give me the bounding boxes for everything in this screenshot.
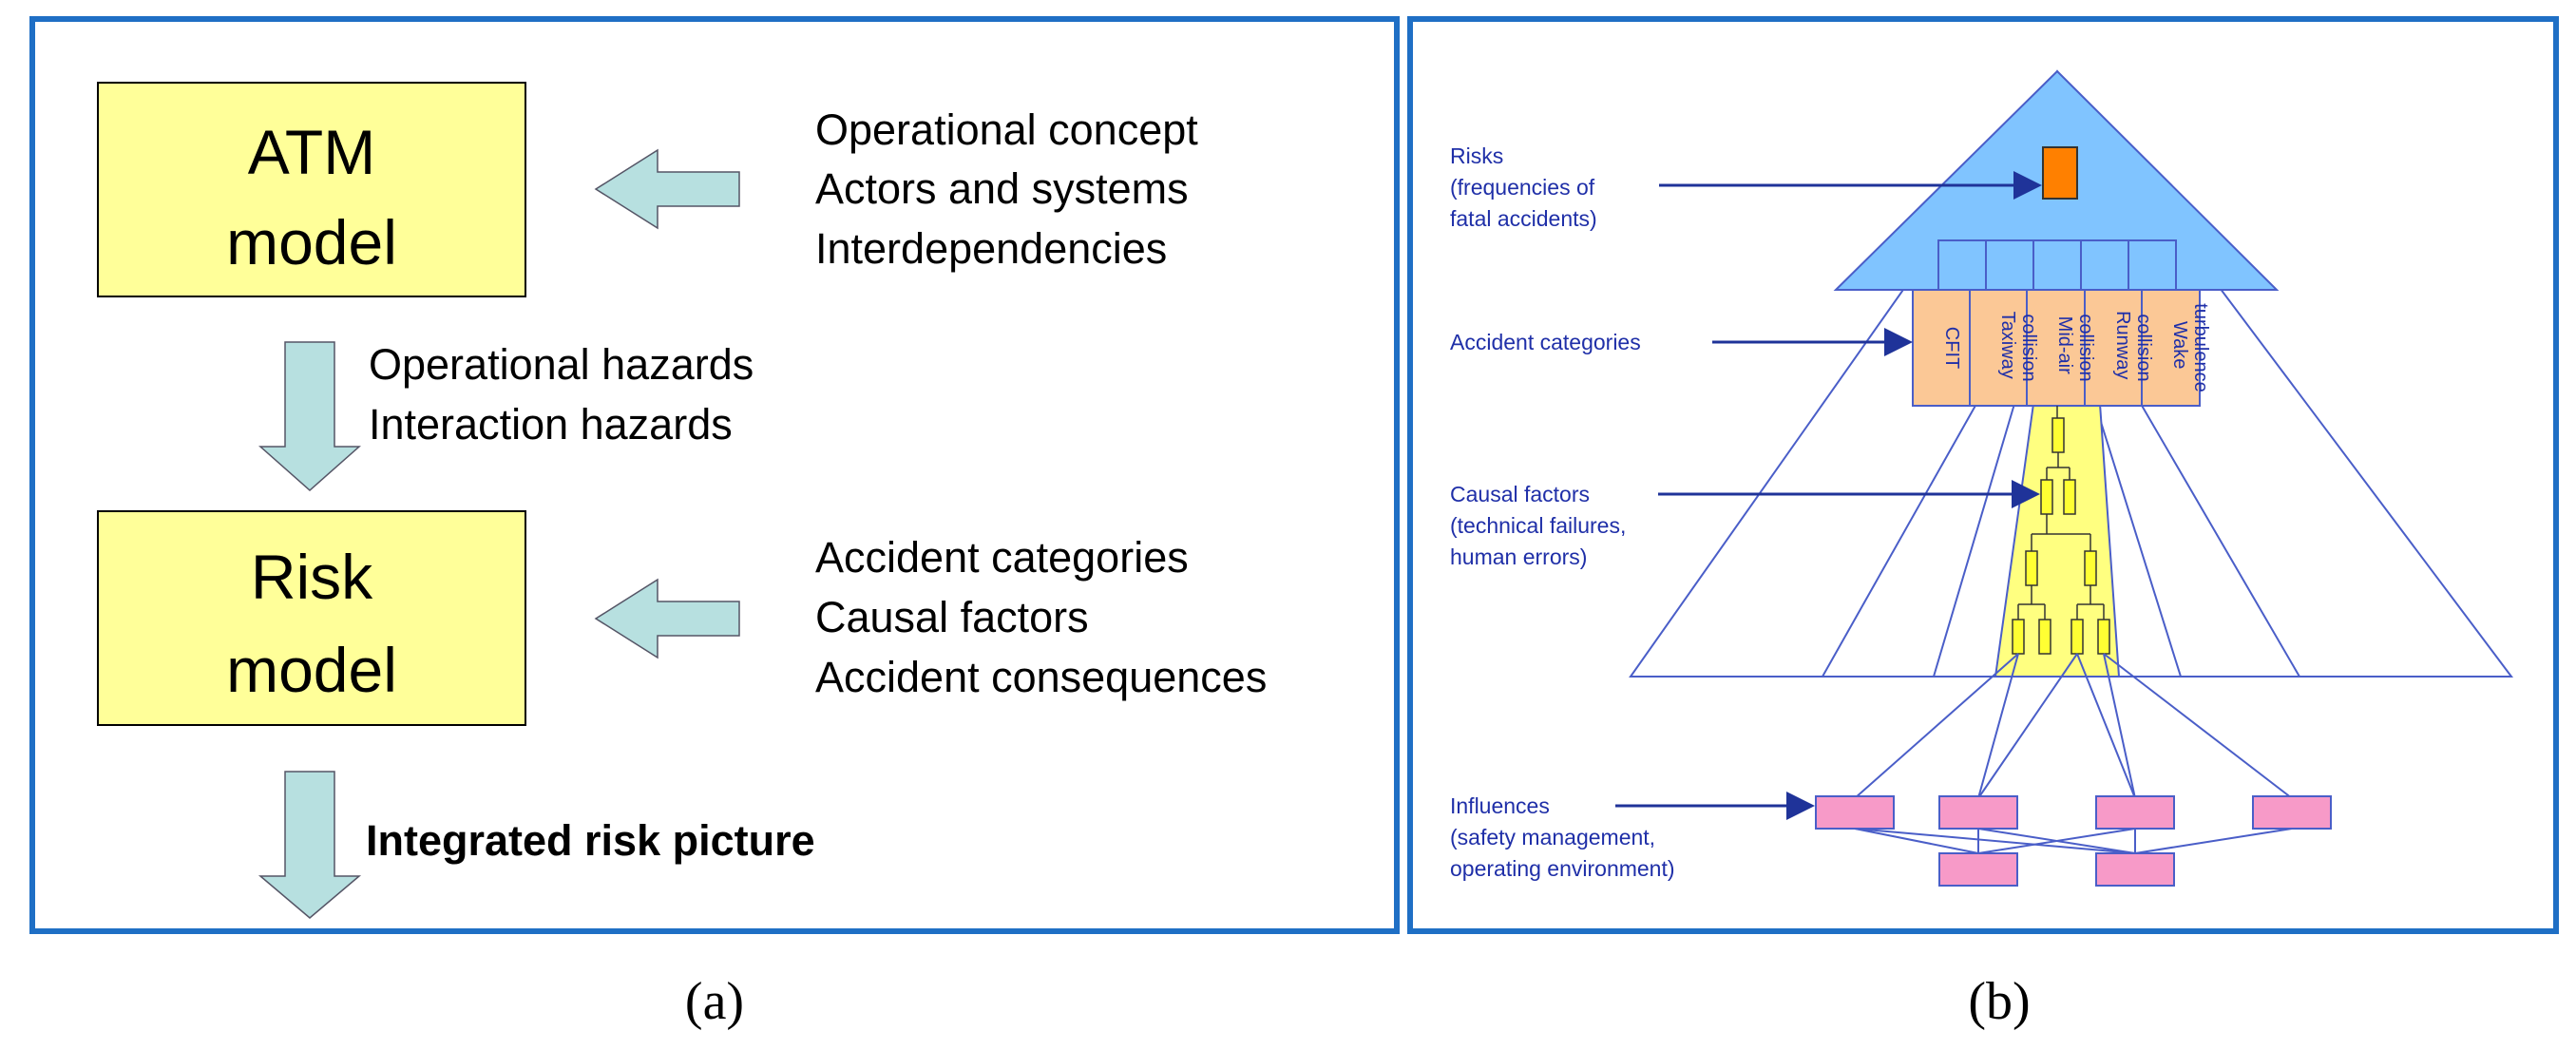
category-wake-turbulence: Wake turbulence bbox=[2169, 303, 2211, 391]
influence-box bbox=[2095, 795, 2175, 830]
atm-model-box: ATM model bbox=[97, 82, 526, 297]
atm-model-line2: model bbox=[226, 207, 397, 277]
atm-model-line1: ATM bbox=[248, 117, 375, 187]
influence-box bbox=[1815, 795, 1895, 830]
risk-input-1: Accident categories bbox=[815, 533, 1189, 582]
fault-node bbox=[2070, 619, 2084, 655]
fault-node bbox=[2038, 619, 2051, 655]
risk-input-2: Causal factors bbox=[815, 593, 1089, 641]
svg-text:Causal factors: Causal factors bbox=[1450, 482, 1590, 506]
influence-lines bbox=[1854, 653, 2293, 854]
svg-text:Risks: Risks bbox=[1450, 143, 1503, 168]
risk-model-line1: Risk bbox=[251, 542, 373, 612]
fault-node bbox=[2051, 417, 2065, 453]
fault-node bbox=[2084, 550, 2097, 586]
fault-node bbox=[2097, 619, 2110, 655]
atm-input-3: Interdependencies bbox=[815, 224, 1167, 273]
category-mid-air-collision: Mid-air collision bbox=[2054, 314, 2096, 381]
fault-node bbox=[2063, 479, 2076, 515]
risk-inputs-list: Accident categories Causal factors Accid… bbox=[815, 533, 1267, 701]
svg-text:fatal accidents): fatal accidents) bbox=[1450, 206, 1597, 231]
atm-input-2: Actors and systems bbox=[815, 164, 1189, 213]
caption-a: (a) bbox=[685, 972, 744, 1031]
risk-input-arrow bbox=[594, 578, 740, 659]
influence-box bbox=[2095, 852, 2175, 887]
fault-tree bbox=[2012, 406, 2110, 655]
influence-box bbox=[1938, 852, 2018, 887]
atm-input-1: Operational concept bbox=[815, 105, 1198, 154]
svg-text:(frequencies of: (frequencies of bbox=[1450, 175, 1595, 200]
output-down-arrow bbox=[258, 771, 362, 919]
fault-node bbox=[2025, 550, 2038, 586]
accident-category-boxes: CFIT Taxiway collision Mid-air collision… bbox=[1912, 289, 2211, 407]
svg-text:(safety management,: (safety management, bbox=[1450, 825, 1655, 850]
category-cfit: CFIT bbox=[1941, 327, 1962, 369]
risk-model-line2: model bbox=[226, 635, 397, 705]
category-fan-lines bbox=[1822, 403, 2300, 678]
label-accident-categories: Accident categories bbox=[1450, 330, 1641, 354]
influence-box bbox=[2252, 795, 2332, 830]
label-influences: Influences (safety management, operating… bbox=[1450, 793, 1675, 881]
category-runway-collision: Runway collision bbox=[2112, 311, 2154, 385]
output-label: Integrated risk picture bbox=[366, 816, 815, 865]
risk-square bbox=[2042, 146, 2078, 200]
hazards-down-arrow bbox=[258, 341, 361, 492]
fault-node bbox=[2040, 479, 2053, 515]
caption-b: (b) bbox=[1968, 972, 2030, 1031]
risk-model-box: Risk model bbox=[97, 510, 526, 726]
label-causal-factors: Causal factors (technical failures, huma… bbox=[1450, 482, 1626, 569]
svg-text:(technical failures,: (technical failures, bbox=[1450, 513, 1626, 538]
label-risks: Risks (frequencies of fatal accidents) bbox=[1450, 143, 1597, 231]
influence-box bbox=[1938, 795, 2018, 830]
influence-boxes bbox=[1815, 795, 2332, 887]
svg-text:operating environment): operating environment) bbox=[1450, 856, 1675, 881]
svg-text:human errors): human errors) bbox=[1450, 544, 1587, 569]
atm-input-arrow bbox=[594, 148, 740, 230]
hazard-1: Operational hazards bbox=[369, 340, 754, 389]
panel-a: ATM model Operational concept Actors and… bbox=[29, 16, 1400, 934]
fault-node bbox=[2012, 619, 2025, 655]
atm-inputs-list: Operational concept Actors and systems I… bbox=[815, 105, 1198, 273]
category-taxiway-collision: Taxiway collision bbox=[1997, 312, 2039, 385]
apex-band bbox=[1937, 239, 2177, 291]
panel-b: CFIT Taxiway collision Mid-air collision… bbox=[1407, 16, 2559, 934]
hazard-2: Interaction hazards bbox=[369, 400, 733, 449]
risk-input-3: Accident consequences bbox=[815, 653, 1267, 701]
svg-text:Influences: Influences bbox=[1450, 793, 1550, 818]
